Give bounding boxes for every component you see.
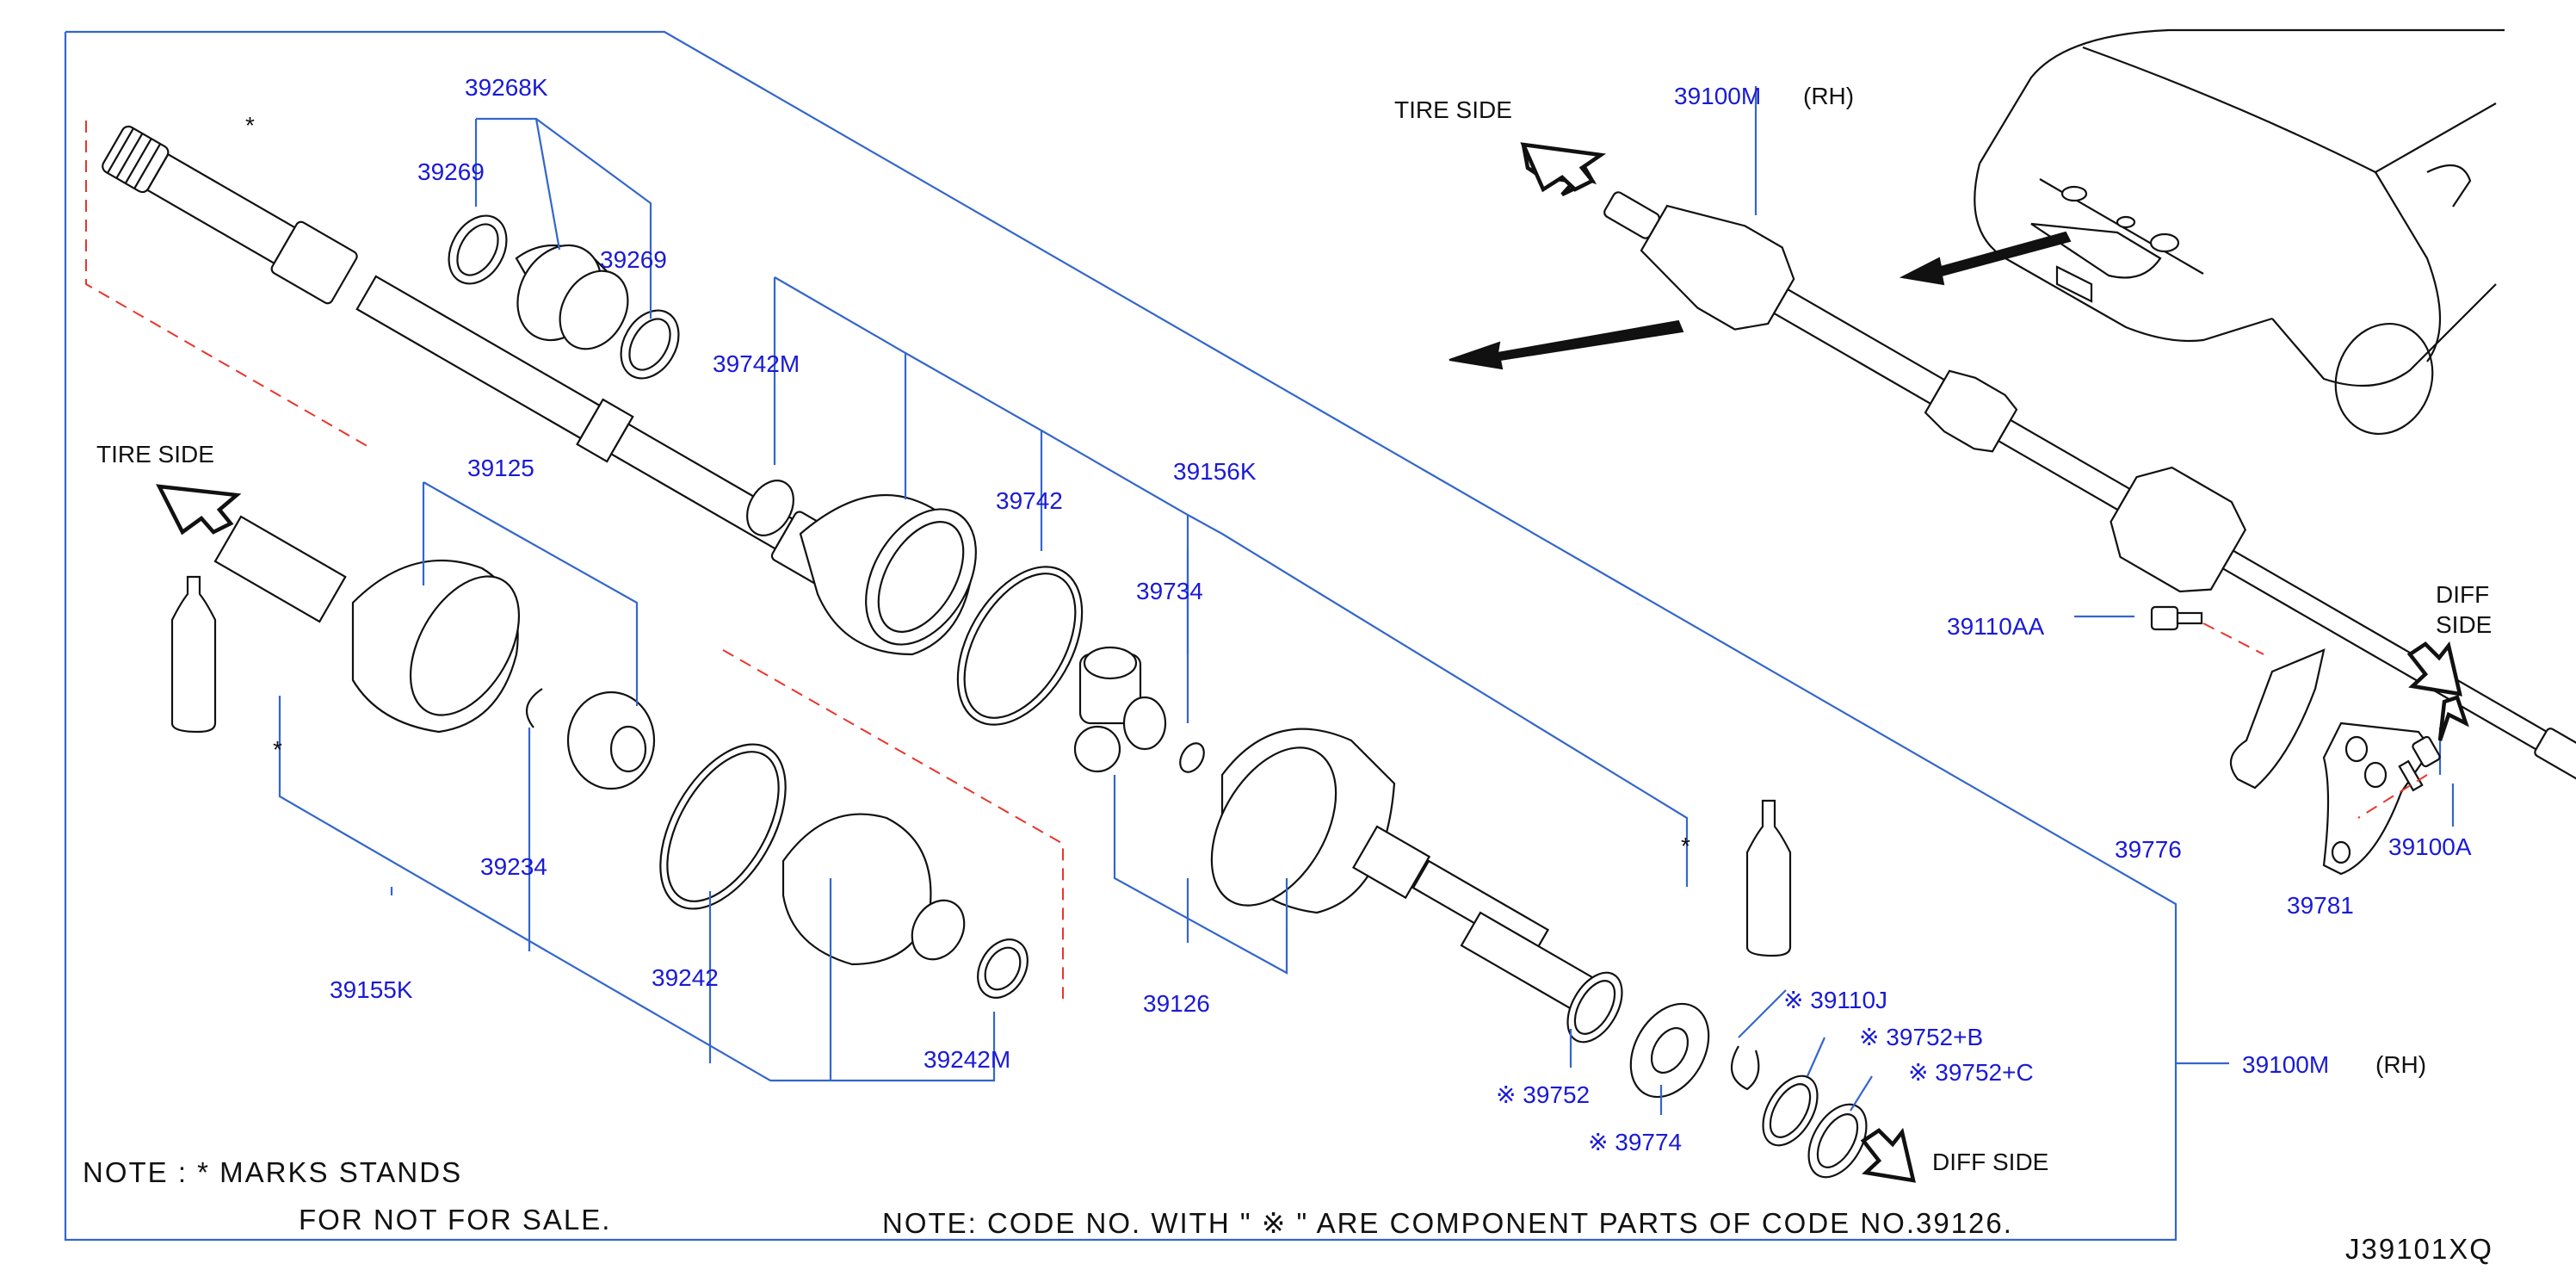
diff-side-label-top-line1: DIFF <box>2436 581 2489 608</box>
part-39269-a: 39269 <box>417 158 485 185</box>
part-39752-B: ※ 39752+B <box>1859 1024 1983 1050</box>
part-39776: 39776 <box>2115 836 2182 863</box>
part-39781: 39781 <box>2287 892 2354 919</box>
complete-drive-shaft <box>1603 191 2576 783</box>
rh-label-top: (RH) <box>1803 83 1854 109</box>
arrow-tire-side-left <box>156 484 242 536</box>
part-39155K: 39155K <box>330 976 413 1003</box>
bracket-39781 <box>2322 722 2433 876</box>
tire-side-label-top: TIRE SIDE <box>1394 96 1512 123</box>
grease-tube-right <box>1745 799 1792 957</box>
part-39734: 39734 <box>1136 578 1203 604</box>
vehicle-shaft-highlight <box>2039 178 2204 275</box>
part-39242M: 39242M <box>924 1046 1010 1073</box>
bolt-39100A <box>2398 735 2441 792</box>
seal-rings <box>1566 971 1868 1179</box>
part-39125: 39125 <box>467 455 534 481</box>
note-bottom: NOTE: CODE NO. WITH " ※ " ARE COMPONENT … <box>882 1207 2013 1239</box>
part-39269-b: 39269 <box>600 246 667 273</box>
housing-39126 <box>1210 728 1594 1012</box>
asterisk-top: * <box>245 112 255 139</box>
asterisk-right: * <box>1681 833 1690 859</box>
bolt-39110AA <box>2150 605 2203 631</box>
part-39100M-top: 39100M <box>1674 83 1761 109</box>
bracket-39776 <box>2229 648 2326 790</box>
arrow-tire-side-top <box>1520 142 1607 193</box>
boot-39242 <box>659 743 1029 999</box>
dashed-guide-1 <box>85 121 371 449</box>
part-39234: 39234 <box>480 853 547 880</box>
rh-label-right: (RH) <box>2375 1051 2426 1078</box>
part-39774: ※ 39774 <box>1588 1129 1682 1155</box>
asterisk-left: * <box>273 736 282 763</box>
dashed-guide-2 <box>722 649 1064 999</box>
dashed-guide-4 <box>2357 774 2428 819</box>
part-39100A: 39100A <box>2388 833 2472 860</box>
part-39268K: 39268K <box>465 74 548 101</box>
part-39126: 39126 <box>1143 990 1210 1017</box>
part-39752-C: ※ 39752+C <box>1908 1059 2034 1086</box>
note-left-line2: FOR NOT FOR SALE. <box>299 1204 611 1236</box>
arrow-diff-side-right-big <box>2406 641 2462 697</box>
vehicle-illustration <box>1974 28 2505 436</box>
part-39156K: 39156K <box>1173 458 1257 485</box>
tripod-joint <box>1073 646 1205 773</box>
arrow-diff-side-bottom <box>1860 1127 1916 1183</box>
diagram-id: J39101XQ <box>2345 1233 2493 1265</box>
diff-side-label-bottom: DIFF SIDE <box>1932 1149 2048 1175</box>
part-39110J: ※ 39110J <box>1783 987 1887 1013</box>
boot-39742 <box>746 480 1084 726</box>
part-39100M-right: 39100M <box>2242 1051 2329 1078</box>
part-39742M: 39742M <box>713 350 800 377</box>
note-left-line1: NOTE : * MARKS STANDS <box>83 1156 462 1188</box>
cv-joint-39125 <box>213 515 656 790</box>
boot-39268K <box>448 214 680 380</box>
part-39742: 39742 <box>996 487 1063 514</box>
grease-tube-left <box>170 575 217 734</box>
dashed-guide-3 <box>2202 622 2264 655</box>
arrow-diff-side-right <box>2437 695 2469 741</box>
part-39752: ※ 39752 <box>1496 1081 1590 1108</box>
leader-lines <box>278 86 2455 1115</box>
tire-side-label-left: TIRE SIDE <box>96 441 214 468</box>
diff-side-label-top-line2: SIDE <box>2436 611 2492 638</box>
diagram-frame <box>64 30 2178 1242</box>
part-39242: 39242 <box>652 964 719 991</box>
part-39110AA: 39110AA <box>1947 613 2044 640</box>
